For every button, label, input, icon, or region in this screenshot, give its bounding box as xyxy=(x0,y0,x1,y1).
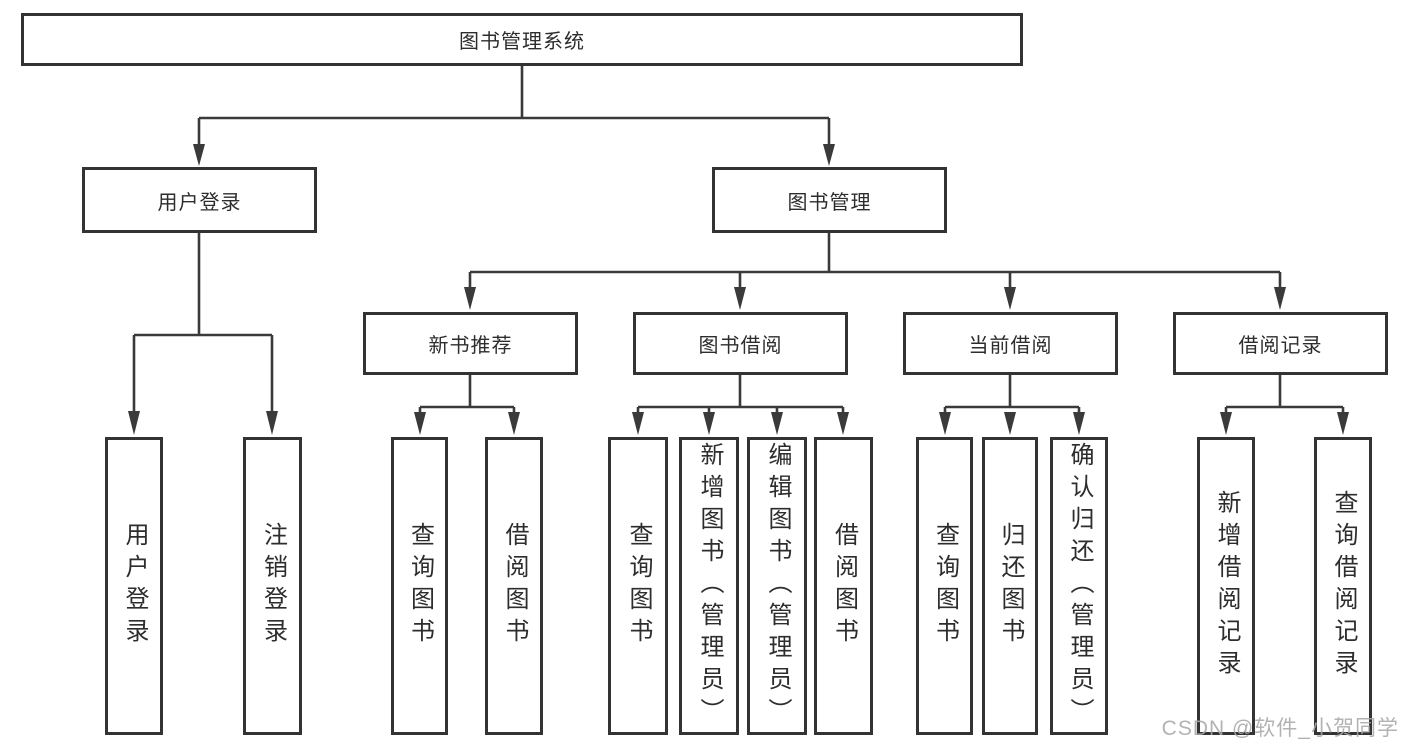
node-book-management-system: 图书管理系统 xyxy=(21,13,1023,66)
leaf-borrow-books-recommend: 借阅图书 xyxy=(485,437,543,735)
node-new-book-recommendation: 新书推荐 xyxy=(363,312,578,375)
node-label: 注销登录 xyxy=(259,522,287,650)
node-label: 归还图书 xyxy=(997,522,1024,650)
node-label: 图书借阅 xyxy=(698,335,783,357)
node-label: 新增图书（管理员） xyxy=(696,442,723,730)
node-label: 借阅记录 xyxy=(1238,335,1323,357)
leaf-query-books-borrowing: 查询图书 xyxy=(608,437,668,735)
node-label: 确认归还（管理员） xyxy=(1066,442,1093,730)
node-borrowing-records: 借阅记录 xyxy=(1173,312,1388,375)
leaf-edit-book-admin: 编辑图书（管理员） xyxy=(747,437,807,735)
node-label: 编辑图书（管理员） xyxy=(764,442,791,730)
leaf-add-book-admin: 新增图书（管理员） xyxy=(679,437,739,735)
leaf-add-borrow-record: 新增借阅记录 xyxy=(1197,437,1255,735)
leaf-query-books-recommend: 查询图书 xyxy=(391,437,448,735)
node-label: 借阅图书 xyxy=(830,522,858,650)
node-label: 用户登录 xyxy=(121,522,148,650)
leaf-borrow-books-borrowing: 借阅图书 xyxy=(814,437,873,735)
node-label: 查询图书 xyxy=(625,522,652,650)
node-current-borrowing: 当前借阅 xyxy=(903,312,1118,375)
node-label: 图书管理 xyxy=(787,191,872,214)
leaf-return-books: 归还图书 xyxy=(982,437,1038,735)
node-label: 查询借阅记录 xyxy=(1330,490,1357,682)
csdn-watermark: CSDN @软件_小贺同学 xyxy=(1161,717,1399,740)
leaf-confirm-return-admin: 确认归还（管理员） xyxy=(1050,437,1108,735)
leaf-user-login: 用户登录 xyxy=(105,437,163,735)
node-book-borrowing: 图书借阅 xyxy=(633,312,848,375)
node-label: 图书管理系统 xyxy=(459,31,585,53)
node-label: 用户登录 xyxy=(157,191,242,214)
node-label: 当前借阅 xyxy=(968,335,1053,357)
leaf-query-borrow-record: 查询借阅记录 xyxy=(1314,437,1372,735)
node-label: 查询图书 xyxy=(931,522,959,650)
node-label: 新书推荐 xyxy=(428,335,513,357)
node-user-login: 用户登录 xyxy=(82,167,317,233)
node-book-management: 图书管理 xyxy=(712,167,947,233)
node-label: 查询图书 xyxy=(406,522,434,650)
leaf-logout: 注销登录 xyxy=(243,437,302,735)
node-label: 借阅图书 xyxy=(501,522,528,650)
node-label: 新增借阅记录 xyxy=(1213,490,1240,682)
leaf-query-books-current: 查询图书 xyxy=(916,437,973,735)
